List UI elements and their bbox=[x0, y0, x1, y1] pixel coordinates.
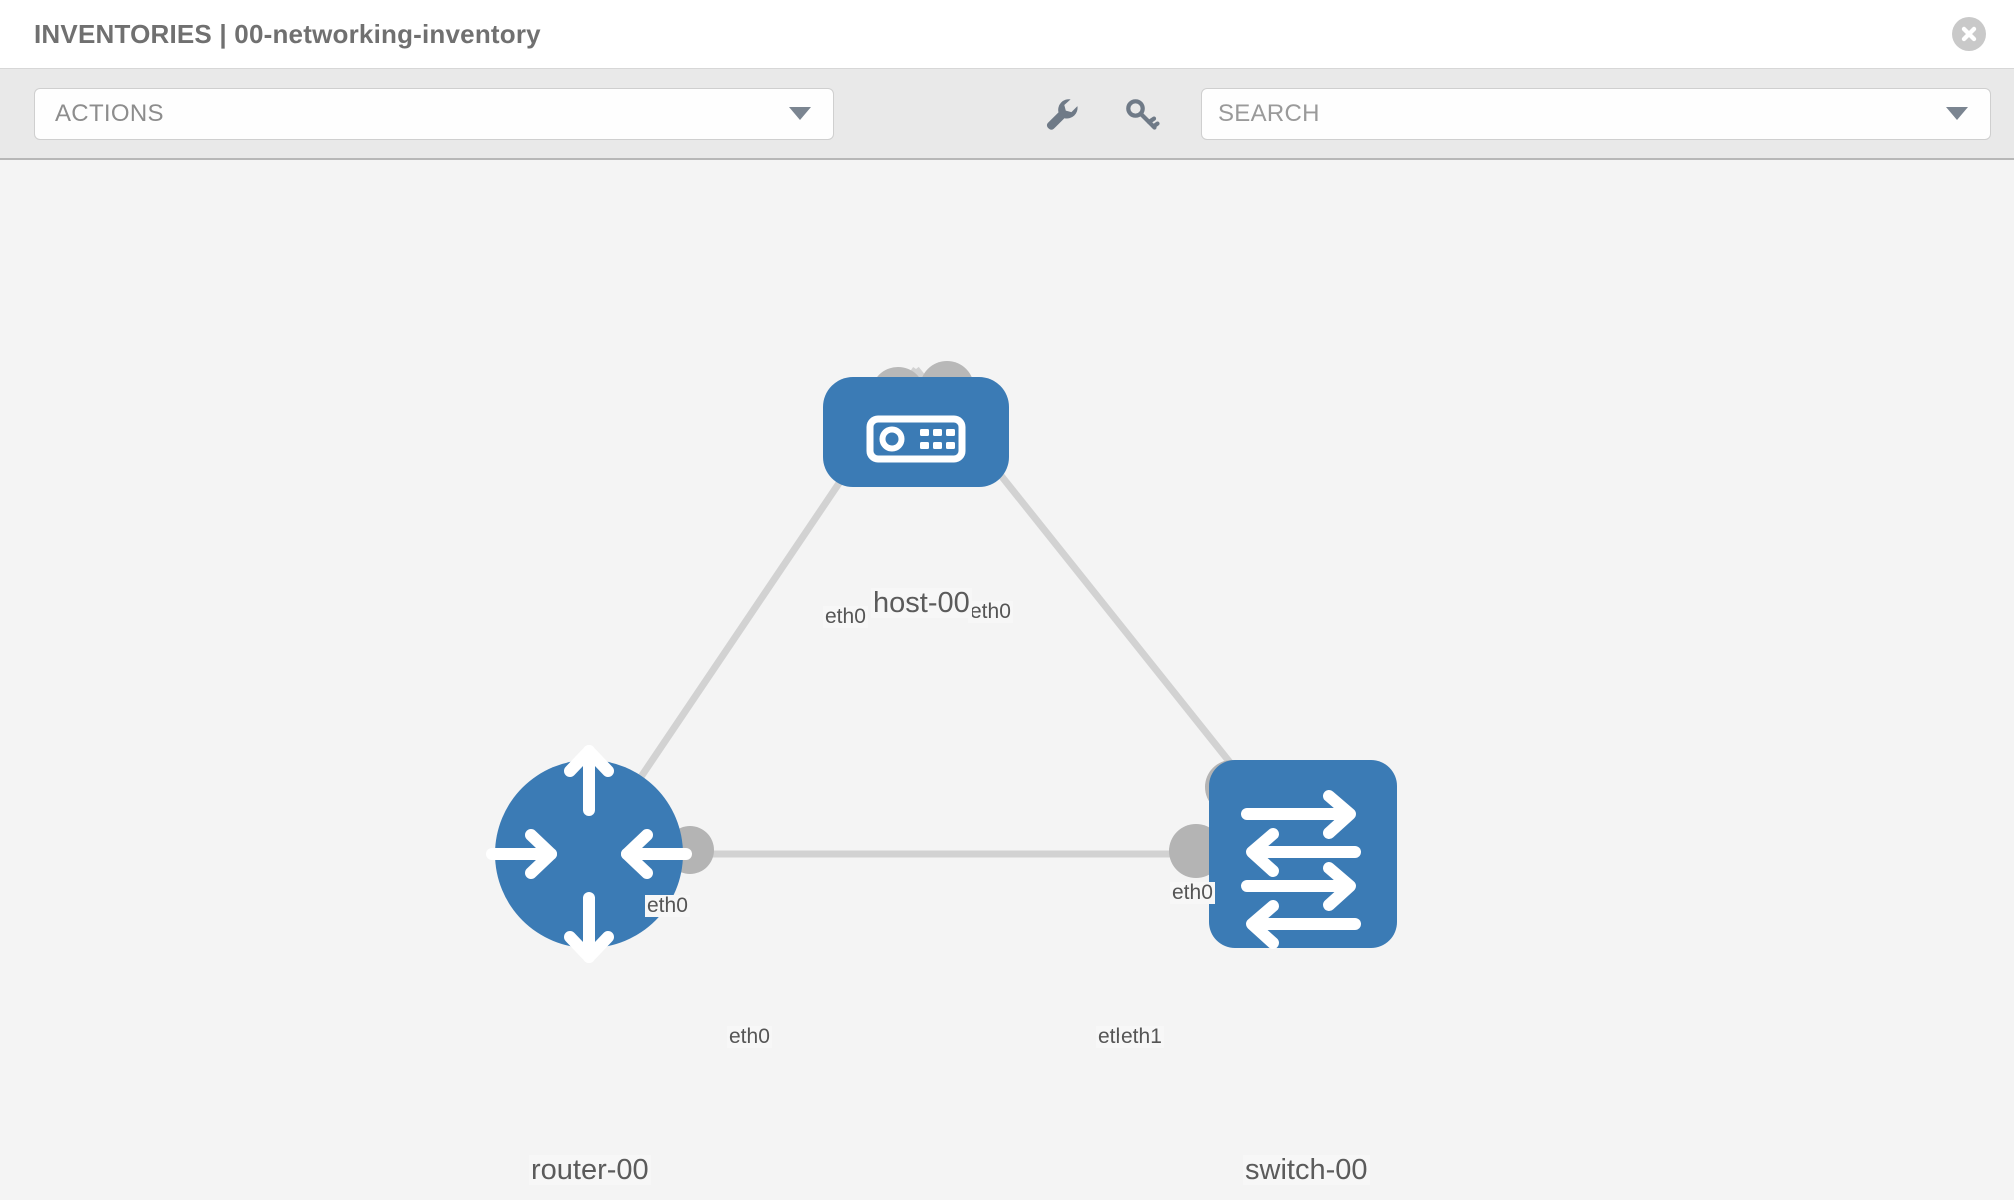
actions-dropdown-label: ACTIONS bbox=[55, 99, 164, 127]
iface-label: eth0 bbox=[823, 605, 868, 629]
iface-label: eth1 bbox=[1119, 1025, 1164, 1049]
router-00-body bbox=[495, 760, 683, 948]
toolbar: ACTIONS bbox=[0, 69, 2014, 160]
search-placeholder: SEARCH bbox=[1218, 99, 1320, 127]
host-00-body bbox=[823, 377, 1009, 487]
toolbar-icon-group bbox=[1039, 92, 1163, 136]
topology-graph bbox=[486, 361, 1397, 963]
node-host-00[interactable] bbox=[823, 377, 1009, 487]
page-header: INVENTORIES | 00-networking-inventory bbox=[0, 0, 2014, 69]
iface-label: eth0 bbox=[1170, 881, 1215, 905]
breadcrumb: INVENTORIES | 00-networking-inventory bbox=[34, 18, 541, 49]
node-switch-00[interactable] bbox=[1209, 760, 1397, 949]
node-router-00[interactable] bbox=[486, 745, 692, 963]
node-label-router-00: router-00 bbox=[529, 1154, 651, 1186]
wrench-icon[interactable] bbox=[1039, 92, 1083, 136]
iface-label: eth0 bbox=[645, 894, 690, 918]
iface-label: eth0 bbox=[968, 600, 1013, 624]
node-label-switch-00: switch-00 bbox=[1243, 1154, 1370, 1186]
key-icon[interactable] bbox=[1119, 92, 1163, 136]
router-arrows-icon bbox=[486, 745, 692, 963]
chevron-down-icon bbox=[789, 107, 811, 120]
actions-dropdown[interactable]: ACTIONS bbox=[34, 87, 834, 140]
search-input[interactable]: SEARCH bbox=[1201, 87, 1991, 140]
server-icon bbox=[866, 415, 966, 463]
close-icon[interactable] bbox=[1952, 17, 1986, 51]
iface-label: eth0 bbox=[727, 1025, 772, 1049]
chevron-down-icon[interactable] bbox=[1946, 107, 1968, 120]
switch-arrows-icon bbox=[1241, 790, 1361, 949]
node-label-host-00: host-00 bbox=[871, 587, 972, 619]
topology-canvas[interactable]: eth0 eth0 eth0 eth0 eth0 eth eth1 host-0… bbox=[0, 160, 2014, 1200]
